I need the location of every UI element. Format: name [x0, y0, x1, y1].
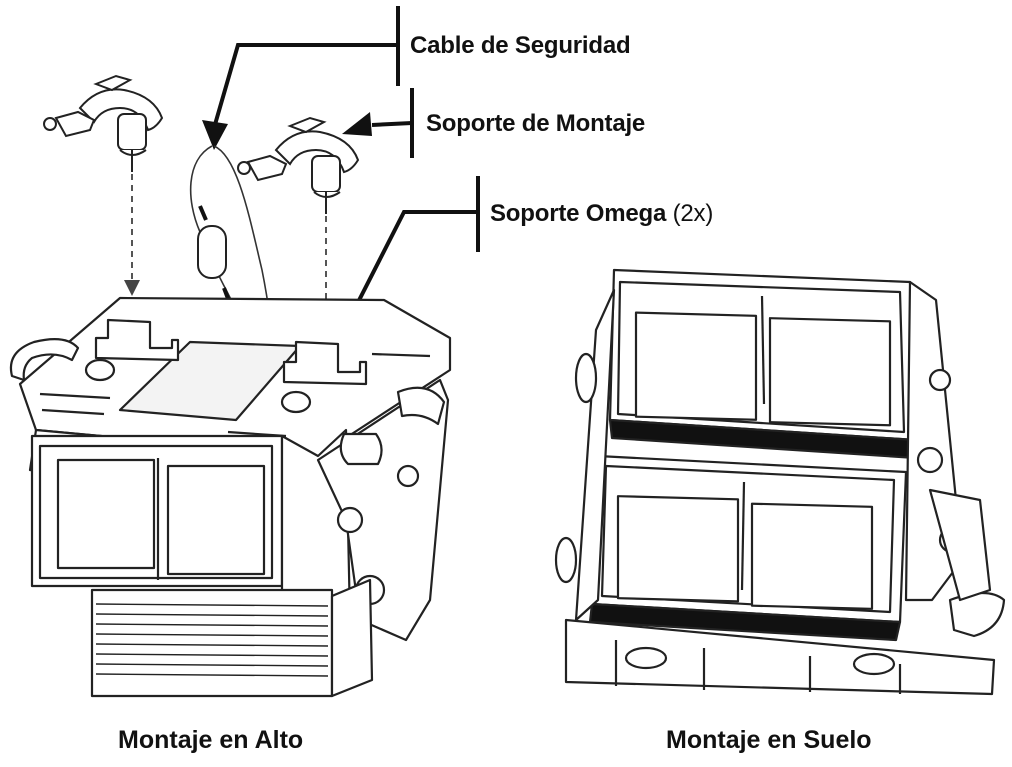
- label-mounting-bracket: Soporte de Montaje: [426, 110, 646, 137]
- label-omega-qty: (2x): [672, 200, 714, 227]
- label-safety-cable: Cable de Seguridad: [410, 32, 631, 59]
- label-omega-bracket: Soporte Omega (2x): [490, 200, 713, 228]
- fixture-floor: [554, 268, 1006, 696]
- clamp-right: [237, 116, 360, 214]
- fixture-overhead: [9, 296, 452, 698]
- arrow-mounting-bracket: [342, 112, 413, 136]
- caption-floor: Montaje en Suelo: [666, 726, 872, 754]
- label-omega-bracket-text: Soporte Omega: [490, 200, 667, 227]
- clamp-left: [43, 74, 164, 172]
- caption-overhead: Montaje en Alto: [118, 726, 304, 754]
- arrow-safety-cable: [202, 43, 398, 150]
